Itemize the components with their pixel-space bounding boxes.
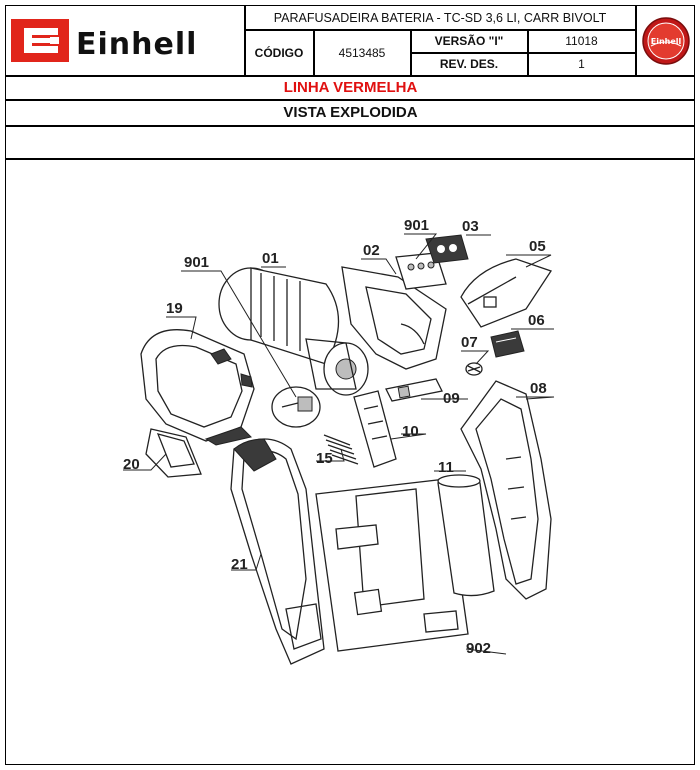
- part-21-housing-left: [230, 438, 325, 665]
- versao-label: VERSÃO "I": [434, 34, 504, 48]
- seal-icon: Einhell: [641, 16, 690, 65]
- view-title: VISTA EXPLODIDA: [283, 104, 418, 121]
- part-901-gear: [271, 386, 321, 428]
- part-06-connector: [490, 330, 525, 358]
- line-title: LINHA VERMELHA: [283, 79, 418, 96]
- label-03: 03: [462, 218, 479, 235]
- part-07-spring: [465, 362, 483, 376]
- brand-name: Einhell: [76, 27, 197, 62]
- exploded-view-diagram: 901 01 02 901 03 05 19 06 07 08 09 10 15…: [123, 217, 555, 665]
- label-07: 07: [461, 334, 478, 351]
- part-01-chuck: [218, 267, 369, 396]
- label-10: 10: [402, 423, 419, 440]
- seal-text: Einhell: [650, 37, 681, 46]
- label-15: 15: [316, 450, 333, 467]
- label-11: 11: [438, 459, 454, 476]
- einhell-logo: Einhell: [11, 19, 197, 62]
- label-902: 902: [466, 640, 491, 657]
- label-901-b: 901: [404, 217, 429, 234]
- label-01: 01: [262, 250, 279, 267]
- label-09: 09: [443, 390, 460, 407]
- label-08: 08: [530, 380, 547, 397]
- part-10-switch: [353, 390, 397, 468]
- label-20: 20: [123, 456, 140, 473]
- part-11-battery: [437, 474, 495, 597]
- product-title: PARAFUSADEIRA BATERIA - TC-SD 3,6 LI, CA…: [273, 10, 607, 25]
- codigo-value: 4513485: [338, 45, 386, 60]
- quality-seal: Einhell: [636, 6, 695, 75]
- versao-value: 11018: [565, 34, 598, 48]
- label-05: 05: [529, 238, 546, 255]
- rev-label: REV. DES.: [439, 57, 499, 71]
- label-21: 21: [231, 556, 248, 573]
- part-20-cap: [145, 428, 202, 478]
- label-02: 02: [363, 242, 380, 259]
- part-03-button: [425, 234, 469, 264]
- part-902-frame: [315, 478, 469, 652]
- brand-logo: Einhell: [6, 6, 244, 75]
- label-901-a: 901: [184, 254, 209, 271]
- part-05-cover: [460, 258, 553, 328]
- label-06: 06: [528, 312, 545, 329]
- part-09-rod: [385, 378, 443, 402]
- part-08-housing-right: [460, 380, 552, 600]
- codigo-label: CÓDIGO: [254, 45, 304, 60]
- label-19: 19: [166, 300, 183, 317]
- part-19-gear-cover: [140, 329, 255, 446]
- rev-value: 1: [578, 57, 585, 71]
- sheet-border: [5, 5, 695, 765]
